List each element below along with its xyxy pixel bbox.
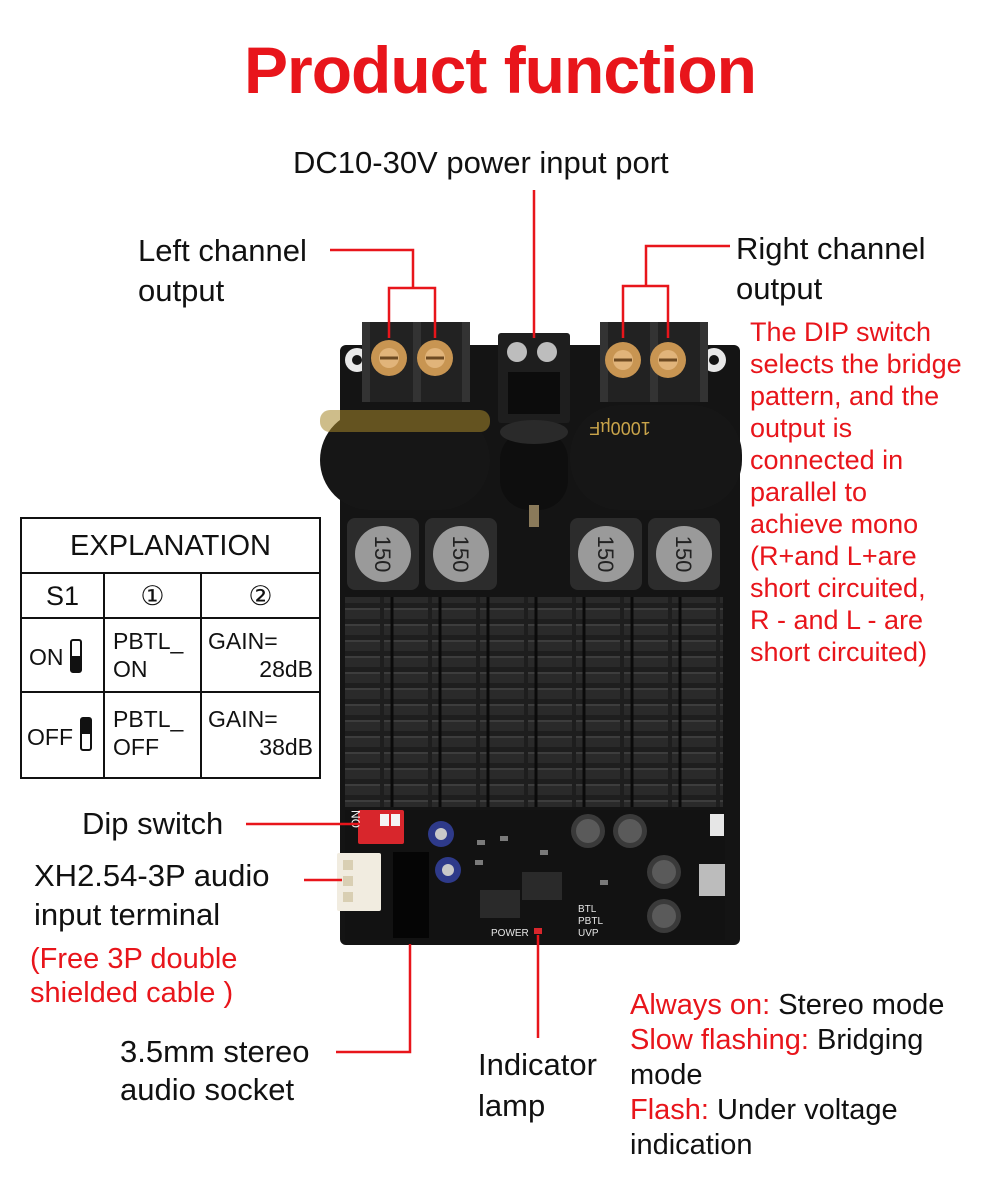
label-power-input: DC10-30V power input port [293,145,669,180]
dip-note-line: short circuited, [750,573,926,603]
status-silk: BTL PBTL UVP POWER [491,904,603,939]
table-row: ON [22,619,105,693]
chip [699,864,725,896]
label-xh-terminal-2: input terminal [34,897,221,932]
heatsink-divisions [390,597,682,807]
callout-lines [246,190,730,1054]
callout-socket [336,944,412,1054]
svg-text:UVP: UVP [578,928,599,939]
label-indicator-1: Indicator [478,1047,597,1082]
indicator-mode-always-on: Always on: Stereo mode [630,989,945,1021]
svg-text:150: 150 [448,536,473,573]
svg-text:150: 150 [671,536,696,573]
label-right-output-2: output [736,271,823,306]
left-capacitor [320,410,490,510]
col-2: ② [202,574,319,619]
free-cable-note-2: shielded cable ) [30,977,234,1009]
indicator-mode-flash: Flash: Under voltage [630,1094,898,1126]
dip-note-line: The DIP switch [750,317,932,347]
output-capacitors [571,814,681,933]
indicator-led [534,928,542,934]
label-left-output-1: Left channel [138,233,307,268]
svg-text:POWER: POWER [491,928,529,939]
right-capacitor: 1000µF [570,405,742,510]
dip-note-line: achieve mono [750,509,919,539]
table-header: EXPLANATION [22,519,319,574]
label-indicator-2: lamp [478,1088,546,1123]
capacitor-label: 1000µF [589,418,650,438]
label-stereo-socket-1: 3.5mm stereo [120,1034,310,1069]
dip-note-line: output is [750,413,853,443]
right-output-terminal [600,322,708,402]
input-capacitors [428,821,461,883]
switch-on-icon [70,639,82,673]
left-output-terminal [362,322,470,402]
col-s1: S1 [22,574,105,619]
dip-note-line: selects the bridge [750,349,962,379]
table-row: OFF [22,693,105,777]
indicator-mode-slow-flashing: Slow flashing: Bridging [630,1024,924,1056]
dip-note-line: (R+and L+are [750,541,917,571]
svg-text:150: 150 [593,536,618,573]
dip-note-line: R - and L - are [750,605,924,635]
audio-socket-part [393,852,429,938]
svg-text:PBTL: PBTL [578,916,603,927]
free-cable-note-1: (Free 3P double [30,943,238,975]
smd-parts [475,836,608,918]
label-right-output-1: Right channel [736,231,926,266]
heatsink [345,597,723,807]
inductors: 150 150 150 150 [347,518,720,590]
callout-right [644,244,730,286]
callout-left [330,248,415,288]
col-1: ① [105,574,202,619]
dc-power-terminal [498,333,570,423]
dip-note-line: connected in [750,445,904,475]
switch-off-icon [80,717,92,751]
label-xh-terminal-1: XH2.54-3P audio [34,858,270,893]
dip-note-line: pattern, and the [750,381,940,411]
indicator-mode-flash-2: indication [630,1129,753,1161]
xh-connector-part [337,853,381,911]
svg-text:150: 150 [370,536,395,573]
label-dip-switch: Dip switch [82,806,224,841]
explanation-table: EXPLANATION S1 ① ② ON PBTL_ ON GAIN= 28d… [20,517,321,779]
dip-note-line: short circuited) [750,637,928,667]
indicator-mode-slow-flashing-2: mode [630,1059,703,1091]
dip-silk-on: ON [349,810,363,828]
center-capacitor [500,420,568,527]
label-left-output-2: output [138,273,225,308]
svg-text:BTL: BTL [578,904,597,915]
label-stereo-socket-2: audio socket [120,1072,295,1107]
dip-note-line: parallel to [750,477,868,507]
page-title: Product function [244,33,757,107]
